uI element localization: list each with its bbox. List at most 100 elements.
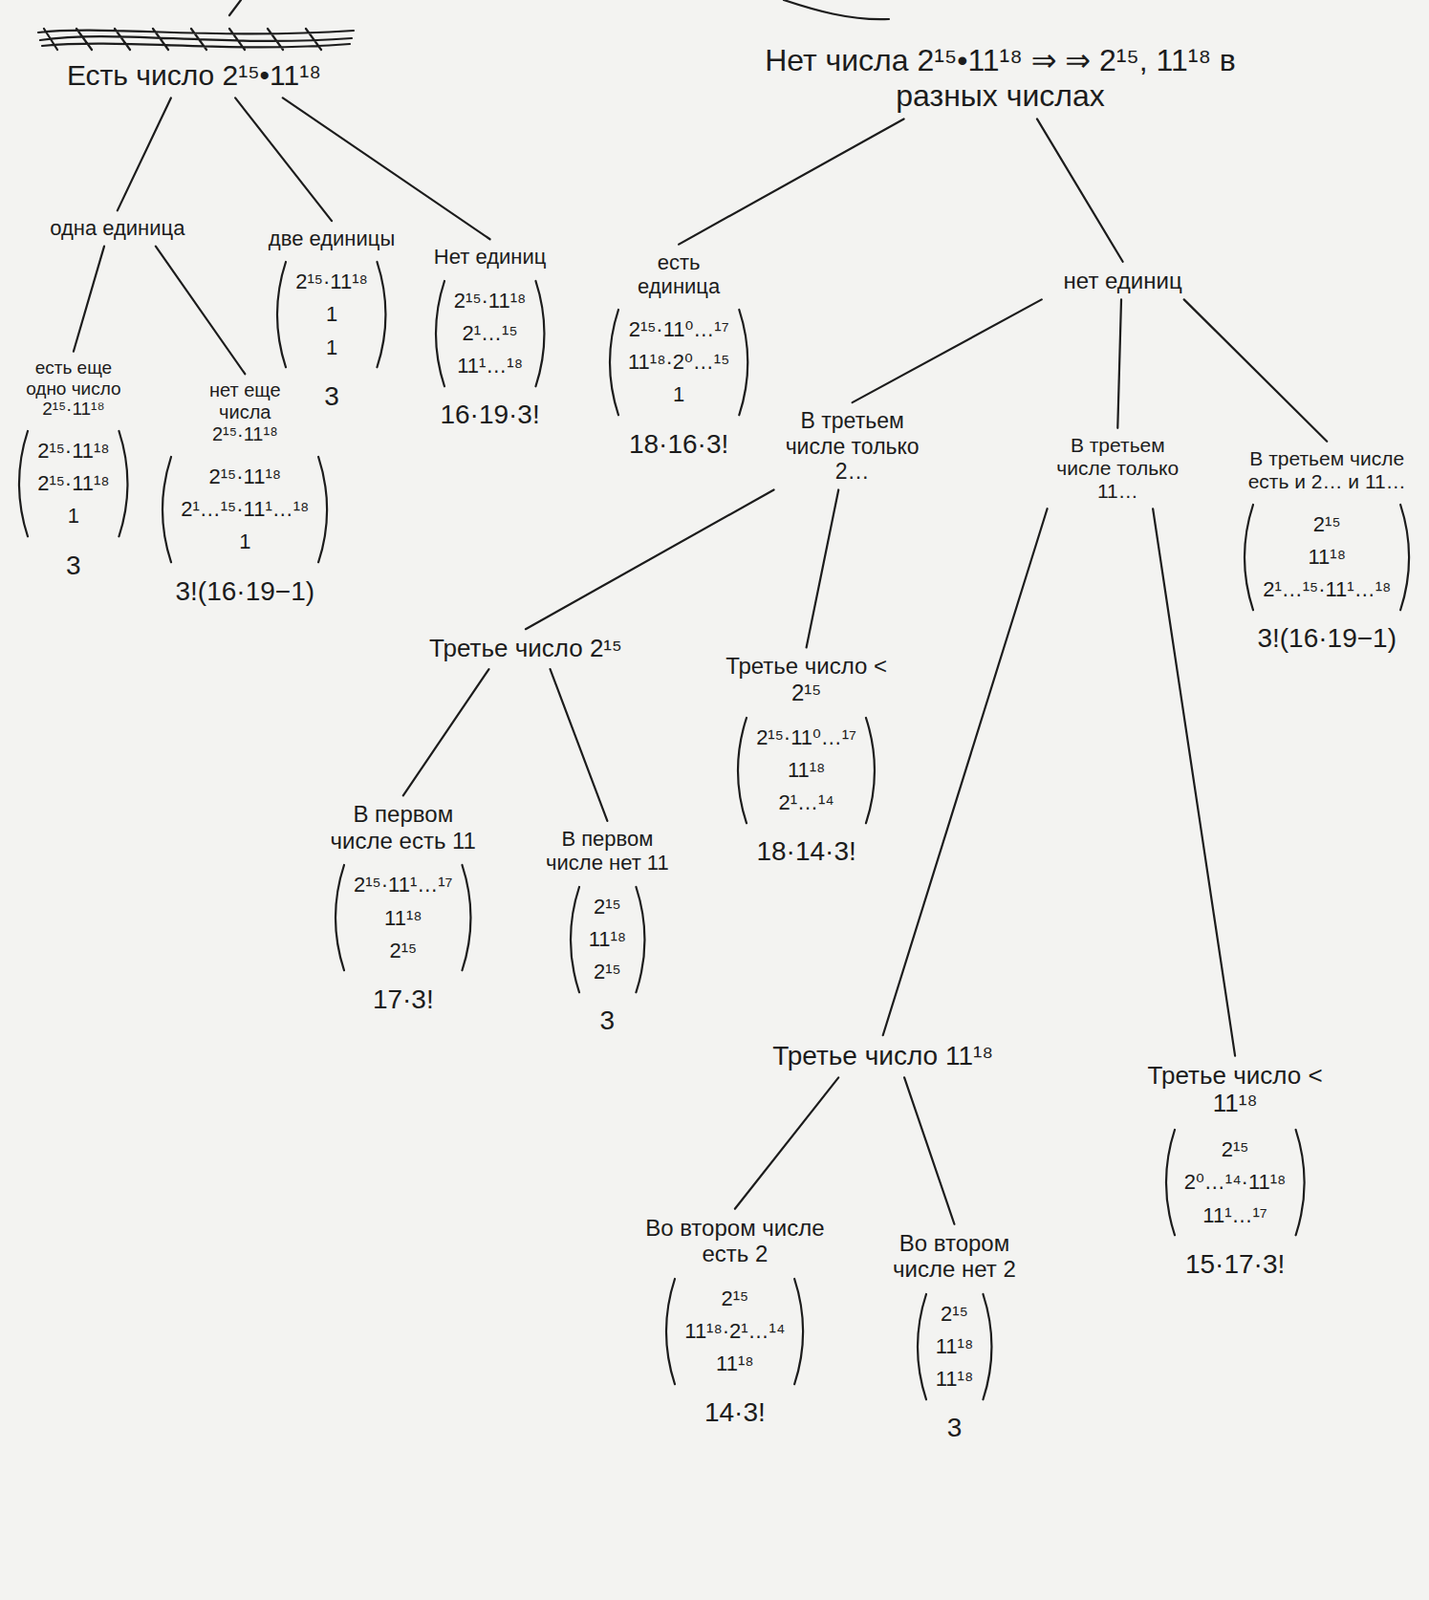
branch-line bbox=[1184, 299, 1328, 441]
paren-stroke bbox=[609, 309, 619, 415]
branch-line bbox=[904, 1077, 954, 1224]
case-branch: В третьем числе есть и 2… и 11… 2¹⁵11¹⁸2¹… bbox=[1239, 447, 1414, 655]
bracket-matrix: 2¹⁵11¹⁸2¹⁵ bbox=[565, 883, 650, 996]
case-node: В третьем числе только 2… bbox=[768, 408, 937, 484]
case-heading: Во втором числе есть 2 bbox=[643, 1214, 827, 1268]
count-formula: 17·3! bbox=[372, 984, 434, 1016]
branch-line bbox=[525, 489, 775, 629]
case-heading: нет единиц bbox=[1031, 267, 1215, 295]
matrix-row: 2¹⁵·11¹⁸ bbox=[37, 467, 109, 500]
matrix-row: 11¹⁸·2¹…¹⁴ bbox=[684, 1315, 785, 1348]
count-formula: 3 bbox=[600, 1005, 616, 1037]
case-branch: В первом числе есть 112¹⁵·11¹…¹⁷11¹⁸2¹⁵1… bbox=[326, 801, 480, 1015]
matrix-row: 2⁰…¹⁴·11¹⁸ bbox=[1184, 1166, 1287, 1199]
scribble bbox=[38, 28, 354, 50]
paren-stroke bbox=[119, 431, 129, 537]
case-heading: Третье число < 2¹⁵ bbox=[709, 652, 904, 706]
paren-stroke bbox=[917, 1294, 927, 1400]
matrix-row: 2¹⁵·11¹⁸ bbox=[209, 460, 282, 494]
matrix-row: 2¹⁵·11⁰…¹⁷ bbox=[628, 313, 730, 347]
matrix-row: 11¹…¹⁸ bbox=[456, 349, 523, 383]
paren-stroke bbox=[738, 309, 748, 415]
count-formula: 3!(16·19−1) bbox=[1256, 623, 1397, 654]
case-node: Есть число 2¹⁵•11¹⁸ bbox=[41, 59, 347, 93]
paren-stroke bbox=[570, 887, 580, 993]
paren-stroke bbox=[377, 261, 387, 368]
branch-line bbox=[735, 1077, 839, 1209]
case-branch: Во втором числе есть 2 2¹⁵11¹⁸·2¹…¹⁴11¹⁸1… bbox=[643, 1214, 827, 1429]
bracket-matrix: 2¹⁵·11⁰…¹⁷11¹⁸·2⁰…¹⁵1 bbox=[605, 305, 753, 419]
bracket-matrix: 2¹⁵·11⁰…¹⁷11¹⁸2¹…¹⁴ bbox=[733, 714, 880, 827]
paren-stroke bbox=[666, 1278, 675, 1385]
matrix-row: 11¹⁸ bbox=[935, 1363, 974, 1396]
bracket-matrix: 2¹⁵11¹⁸11¹⁸ bbox=[912, 1290, 996, 1404]
matrix-row: 2¹…¹⁴ bbox=[778, 786, 834, 820]
matrix-row: 2¹⁵ bbox=[1313, 508, 1342, 542]
bracket-matrix: 2¹⁵·11¹⁸2¹…¹⁵·11¹…¹⁸1 bbox=[157, 453, 332, 566]
bracket-matrix: 2¹⁵·11¹…¹⁷11¹⁸2¹⁵ bbox=[330, 861, 476, 975]
case-branch: Нет единиц2¹⁵·11¹⁸2¹…¹⁵11¹…¹⁸16·19·3! bbox=[429, 244, 552, 431]
branch-line bbox=[1037, 118, 1124, 261]
paren-stroke bbox=[982, 1294, 992, 1400]
branch-line bbox=[73, 246, 105, 352]
matrix-row: 2¹⁵·11¹⁸ bbox=[37, 434, 109, 468]
matrix-row: 1 bbox=[672, 378, 685, 412]
case-heading: есть еще одно число 2¹⁵·11¹⁸ bbox=[20, 357, 128, 421]
matrix-row: 2¹⁵ bbox=[1221, 1133, 1250, 1167]
matrix-row: 2¹⁵ bbox=[593, 890, 622, 924]
count-formula: 16·19·3! bbox=[439, 399, 540, 431]
branch-line bbox=[1152, 508, 1235, 1056]
count-formula: 3 bbox=[65, 550, 82, 582]
case-branch: В первом числе нет 11 2¹⁵11¹⁸2¹⁵ 3 bbox=[536, 826, 680, 1037]
case-node: В третьем числе только 11… bbox=[1040, 433, 1194, 503]
branch-line bbox=[806, 489, 840, 648]
bracket-matrix: 2¹⁵·11¹⁸2¹⁵·11¹⁸1 bbox=[14, 427, 132, 541]
paren-stroke bbox=[1244, 504, 1254, 610]
case-node: Нет числа 2¹⁵•11¹⁸ ⇒ ⇒ 2¹⁵, 11¹⁸ в разны… bbox=[760, 43, 1241, 114]
count-formula: 18·14·3! bbox=[756, 836, 856, 867]
bracket-matrix: 2¹⁵·11¹⁸11 bbox=[272, 258, 390, 371]
branch-line bbox=[883, 508, 1048, 1036]
cut-line bbox=[229, 0, 241, 16]
paren-stroke bbox=[737, 717, 747, 823]
branch-line bbox=[117, 97, 172, 211]
matrix-row: 2¹⁵ bbox=[593, 955, 622, 989]
branch-line bbox=[403, 669, 490, 796]
matrix-row: 11¹⁸ bbox=[384, 902, 422, 935]
case-heading: есть единица bbox=[617, 250, 740, 300]
branch-line bbox=[282, 97, 491, 239]
case-branch: есть единица2¹⁵·11⁰…¹⁷11¹⁸·2⁰…¹⁵118·16·3… bbox=[605, 250, 753, 460]
matrix-row: 1 bbox=[325, 331, 338, 365]
case-heading: Во втором числе нет 2 bbox=[877, 1230, 1031, 1283]
branch-line bbox=[155, 246, 245, 375]
branch-line bbox=[550, 669, 608, 822]
bracket-matrix: 2¹⁵11¹⁸2¹…¹⁵·11¹…¹⁸ bbox=[1239, 500, 1414, 614]
branch-line bbox=[1117, 299, 1122, 428]
case-heading: В третьем числе только 2… bbox=[768, 408, 937, 484]
count-formula: 18·16·3! bbox=[628, 429, 729, 460]
branch-line bbox=[235, 97, 332, 221]
count-formula: 3 bbox=[947, 1412, 963, 1444]
case-heading: В первом числе нет 11 bbox=[536, 826, 680, 876]
paren-stroke bbox=[318, 456, 327, 563]
matrix-row: 11¹⁸·2⁰…¹⁵ bbox=[627, 346, 730, 379]
matrix-row: 11¹⁸ bbox=[588, 923, 627, 956]
matrix-row: 2¹…¹⁵·11¹…¹⁸ bbox=[180, 493, 309, 526]
paren-stroke bbox=[277, 261, 286, 368]
matrix-row: 1 bbox=[67, 499, 80, 533]
paren-stroke bbox=[435, 281, 445, 387]
matrix-row: 2¹⁵·11¹…¹⁷ bbox=[353, 868, 453, 902]
matrix-row: 2¹⁵ bbox=[940, 1298, 969, 1331]
case-heading: В первом числе есть 11 bbox=[326, 801, 480, 854]
count-formula: 3 bbox=[324, 381, 340, 412]
matrix-row: 1 bbox=[238, 525, 251, 559]
bracket-matrix: 2¹⁵11¹⁸·2¹…¹⁴11¹⁸ bbox=[661, 1275, 808, 1388]
case-heading: В третьем числе есть и 2… и 11… bbox=[1245, 447, 1409, 494]
case-heading: Третье число 2¹⁵ bbox=[423, 634, 628, 664]
bracket-matrix: 2¹⁵2⁰…¹⁴·11¹⁸11¹…¹⁷ bbox=[1161, 1125, 1310, 1239]
paren-stroke bbox=[1166, 1129, 1175, 1235]
branch-line bbox=[678, 118, 904, 244]
matrix-row: 2¹⁵ bbox=[389, 934, 417, 968]
case-node: одна единица bbox=[41, 216, 195, 240]
